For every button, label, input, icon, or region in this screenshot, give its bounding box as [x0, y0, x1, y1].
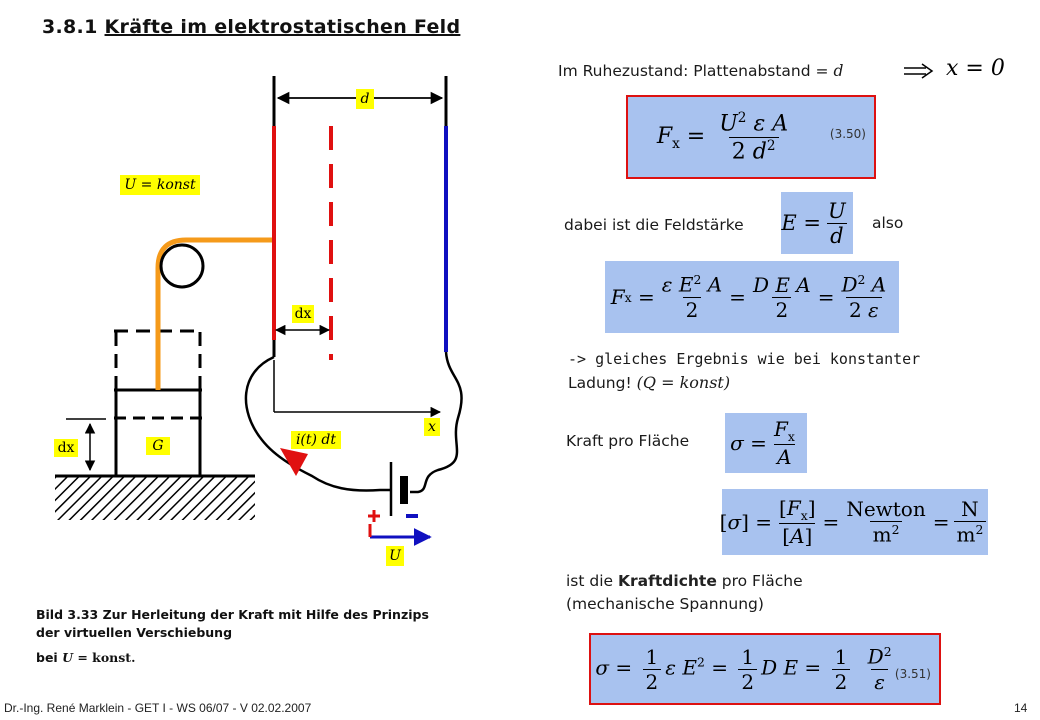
rest-state-result: x = 0 — [946, 56, 1005, 81]
label-weight-g: G — [146, 437, 170, 455]
equation-number-3-50: (3.50) — [829, 127, 866, 141]
equation-number-3-51: (3.51) — [894, 667, 931, 681]
figure-caption-line3: bei U = konst. — [36, 650, 136, 665]
section-title: Kräfte im elektrostatischen Feld — [104, 16, 461, 38]
field-strength-text: dabei ist die Feldstärke — [564, 216, 744, 234]
figure-caption-line2: der virtuellen Verschiebung — [36, 625, 233, 640]
implies-arrow-icon — [904, 63, 934, 79]
kraftdichte-text: ist die Kraftdichte pro Fläche — [566, 572, 803, 590]
page-number: 14 — [1014, 701, 1028, 715]
same-result-line1: -> gleiches Ergebnis wie bei konstanter — [568, 350, 921, 368]
label-u-konst: U = konst — [120, 175, 200, 195]
figure-caption-line1: Bild 3.33 Zur Herleitung der Kraft mit H… — [36, 607, 429, 622]
label-current: i(t) dt — [291, 431, 341, 449]
ground-hatch — [55, 476, 255, 520]
rest-state-text: Im Ruhezustand: Plattenabstand = d — [558, 62, 844, 80]
label-x: x — [424, 418, 440, 436]
label-d: d — [356, 89, 374, 109]
label-u-source: U — [386, 546, 404, 566]
section-number: 3.8.1 — [42, 16, 98, 38]
footer-author: Dr.-Ing. René Marklein - GET I - WS 06/0… — [4, 701, 312, 715]
virtual-displacement-diagram — [55, 76, 463, 546]
label-dx-left: dx — [54, 439, 78, 457]
same-result-line2: Ladung! (Q = konst) — [568, 373, 731, 392]
label-dx-gap: dx — [292, 305, 314, 323]
force-per-area-text: Kraft pro Fläche — [566, 432, 690, 450]
also-text: also — [872, 214, 904, 232]
kraftdichte-line2: (mechanische Spannung) — [566, 595, 764, 613]
page-title: 3.8.1 Kräfte im elektrostatischen Feld — [42, 16, 460, 38]
